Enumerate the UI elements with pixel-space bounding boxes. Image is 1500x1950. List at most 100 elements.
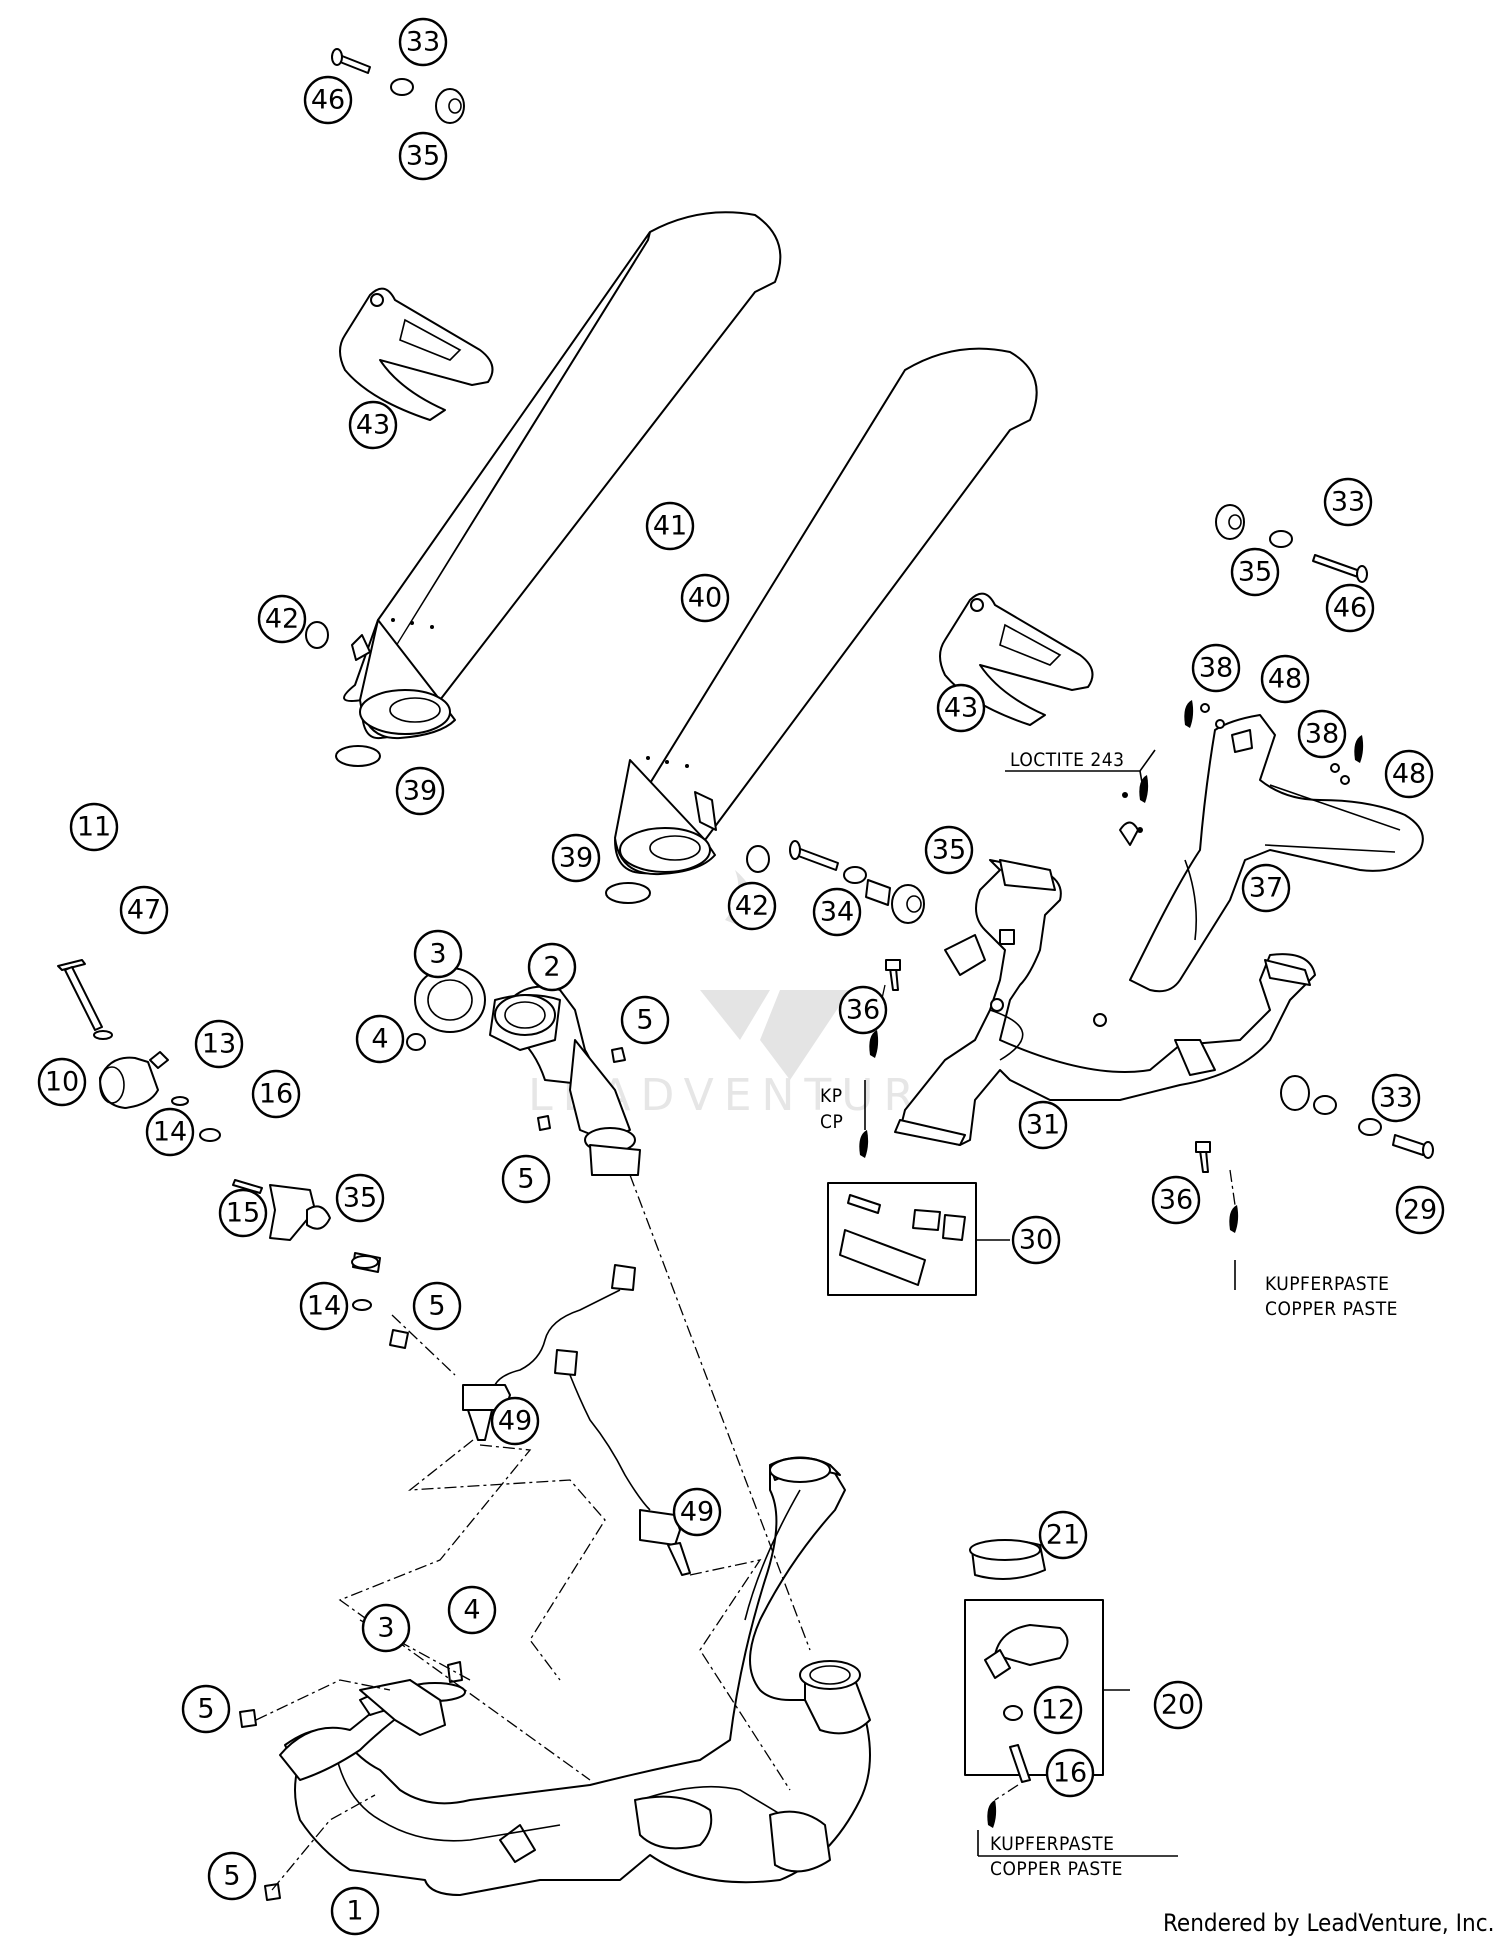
callout-5-b[interactable]: 5	[620, 995, 670, 1045]
o2-sensor-49-upper	[462, 1264, 636, 1441]
hardware-top-left	[331, 48, 465, 124]
callout-42-b[interactable]: 42	[727, 881, 777, 931]
callout-36-a[interactable]: 36	[838, 985, 888, 1035]
screw-36-right-head	[1195, 1141, 1211, 1153]
callout-label: 10	[45, 1067, 79, 1098]
callout-49-b[interactable]: 49	[672, 1487, 722, 1537]
callout-label: 43	[944, 693, 978, 724]
callout-5-d[interactable]: 5	[181, 1684, 231, 1734]
callout-12[interactable]: 12	[1033, 1685, 1083, 1735]
callout-label: 29	[1403, 1195, 1437, 1226]
callout-label: 46	[311, 85, 345, 116]
callout-35-d[interactable]: 35	[924, 825, 974, 875]
callout-14-b[interactable]: 14	[299, 1281, 349, 1331]
callout-2[interactable]: 2	[527, 942, 577, 992]
callout-39-a[interactable]: 39	[395, 766, 445, 816]
rear-bracket-37	[1119, 714, 1424, 993]
callout-label: 38	[1199, 653, 1233, 684]
callout-39-b[interactable]: 39	[551, 833, 601, 883]
clamp-kit-20	[964, 1539, 1130, 1828]
callout-42-a[interactable]: 42	[257, 594, 307, 644]
callout-35-c[interactable]: 35	[335, 1173, 385, 1223]
callout-label: 35	[406, 141, 440, 172]
callout-14-a[interactable]: 14	[145, 1107, 195, 1157]
callout-3-a[interactable]: 3	[413, 929, 463, 979]
callout-20[interactable]: 20	[1153, 1680, 1203, 1730]
callout-48-b[interactable]: 48	[1384, 749, 1434, 799]
screw-36-left	[889, 967, 899, 991]
callout-5-a[interactable]: 5	[412, 1281, 462, 1331]
callout-5-e[interactable]: 5	[207, 1851, 257, 1901]
callout-29[interactable]: 29	[1395, 1185, 1445, 1235]
callout-label: 48	[1392, 759, 1426, 790]
clamp-assembly-left	[57, 959, 409, 1349]
callout-label: 35	[1238, 557, 1272, 588]
callout-49-a[interactable]: 49	[490, 1396, 540, 1446]
note-kupferpaste-right: KUPFERPASTE	[1265, 1273, 1389, 1295]
callout-34[interactable]: 34	[812, 887, 862, 937]
gasket-39-right	[605, 882, 651, 904]
callout-label: 36	[1159, 1185, 1193, 1216]
note-kupferpaste-bottom: KUPFERPASTE	[990, 1833, 1114, 1855]
callout-10[interactable]: 10	[37, 1057, 87, 1107]
callout-16-b[interactable]: 16	[1045, 1748, 1095, 1798]
callout-31[interactable]: 31	[1018, 1100, 1068, 1150]
callout-label: 13	[202, 1029, 236, 1060]
callout-43-b[interactable]: 43	[936, 683, 986, 733]
callout-label: 5	[223, 1861, 240, 1892]
callout-label: 30	[1019, 1225, 1053, 1256]
spacer-42-right	[746, 845, 770, 873]
callout-label: 1	[346, 1896, 363, 1927]
note-cp: CP	[820, 1111, 843, 1133]
callout-46-a[interactable]: 46	[303, 75, 353, 125]
callout-label: 4	[371, 1024, 388, 1055]
callout-35-a[interactable]: 35	[398, 131, 448, 181]
callout-label: 4	[463, 1595, 480, 1626]
callout-33-b[interactable]: 33	[1323, 477, 1373, 527]
flange-lower	[359, 1679, 446, 1736]
callout-label: 5	[197, 1694, 214, 1725]
callout-3-b[interactable]: 3	[361, 1603, 411, 1653]
callout-4-b[interactable]: 4	[447, 1585, 497, 1635]
bolt-assembly-34	[789, 840, 925, 924]
callout-16-a[interactable]: 16	[251, 1069, 301, 1119]
callout-48-a[interactable]: 48	[1260, 654, 1310, 704]
callout-41[interactable]: 41	[645, 501, 695, 551]
y-pipe-31	[894, 859, 1316, 1146]
note-leaders	[864, 749, 1236, 1857]
callout-15[interactable]: 15	[218, 1188, 268, 1238]
callout-37[interactable]: 37	[1241, 863, 1291, 913]
callout-1[interactable]: 1	[330, 1886, 380, 1936]
callout-33-a[interactable]: 33	[398, 17, 448, 67]
callout-38-a[interactable]: 38	[1191, 643, 1241, 693]
callout-13[interactable]: 13	[194, 1019, 244, 1069]
callout-5-c[interactable]: 5	[501, 1154, 551, 1204]
spacer-42-left	[305, 621, 329, 649]
callout-43-a[interactable]: 43	[348, 400, 398, 450]
callout-47[interactable]: 47	[119, 885, 169, 935]
callout-21[interactable]: 21	[1038, 1510, 1088, 1560]
callout-38-b[interactable]: 38	[1297, 709, 1347, 759]
callout-4-a[interactable]: 4	[355, 1014, 405, 1064]
callout-40[interactable]: 40	[680, 573, 730, 623]
callout-36-b[interactable]: 36	[1151, 1175, 1201, 1225]
note-loctite: LOCTITE 243	[1010, 749, 1125, 771]
callout-label: 14	[307, 1291, 341, 1322]
callout-33-c[interactable]: 33	[1371, 1073, 1421, 1123]
callout-46-b[interactable]: 46	[1325, 583, 1375, 633]
callout-label: 14	[153, 1117, 187, 1148]
callout-label: 5	[428, 1291, 445, 1322]
muffler-41	[343, 211, 782, 740]
callout-label: 5	[636, 1005, 653, 1036]
callout-label: 33	[1379, 1083, 1413, 1114]
paste-drop-cp	[859, 1130, 869, 1158]
callout-label: 35	[932, 835, 966, 866]
bracket-43-upper	[339, 287, 494, 421]
callout-label: 12	[1041, 1695, 1075, 1726]
callout-35-b[interactable]: 35	[1230, 547, 1280, 597]
callout-label: 42	[265, 604, 299, 635]
callout-30[interactable]: 30	[1011, 1215, 1061, 1265]
callout-label: 20	[1161, 1690, 1195, 1721]
callout-11[interactable]: 11	[69, 802, 119, 852]
